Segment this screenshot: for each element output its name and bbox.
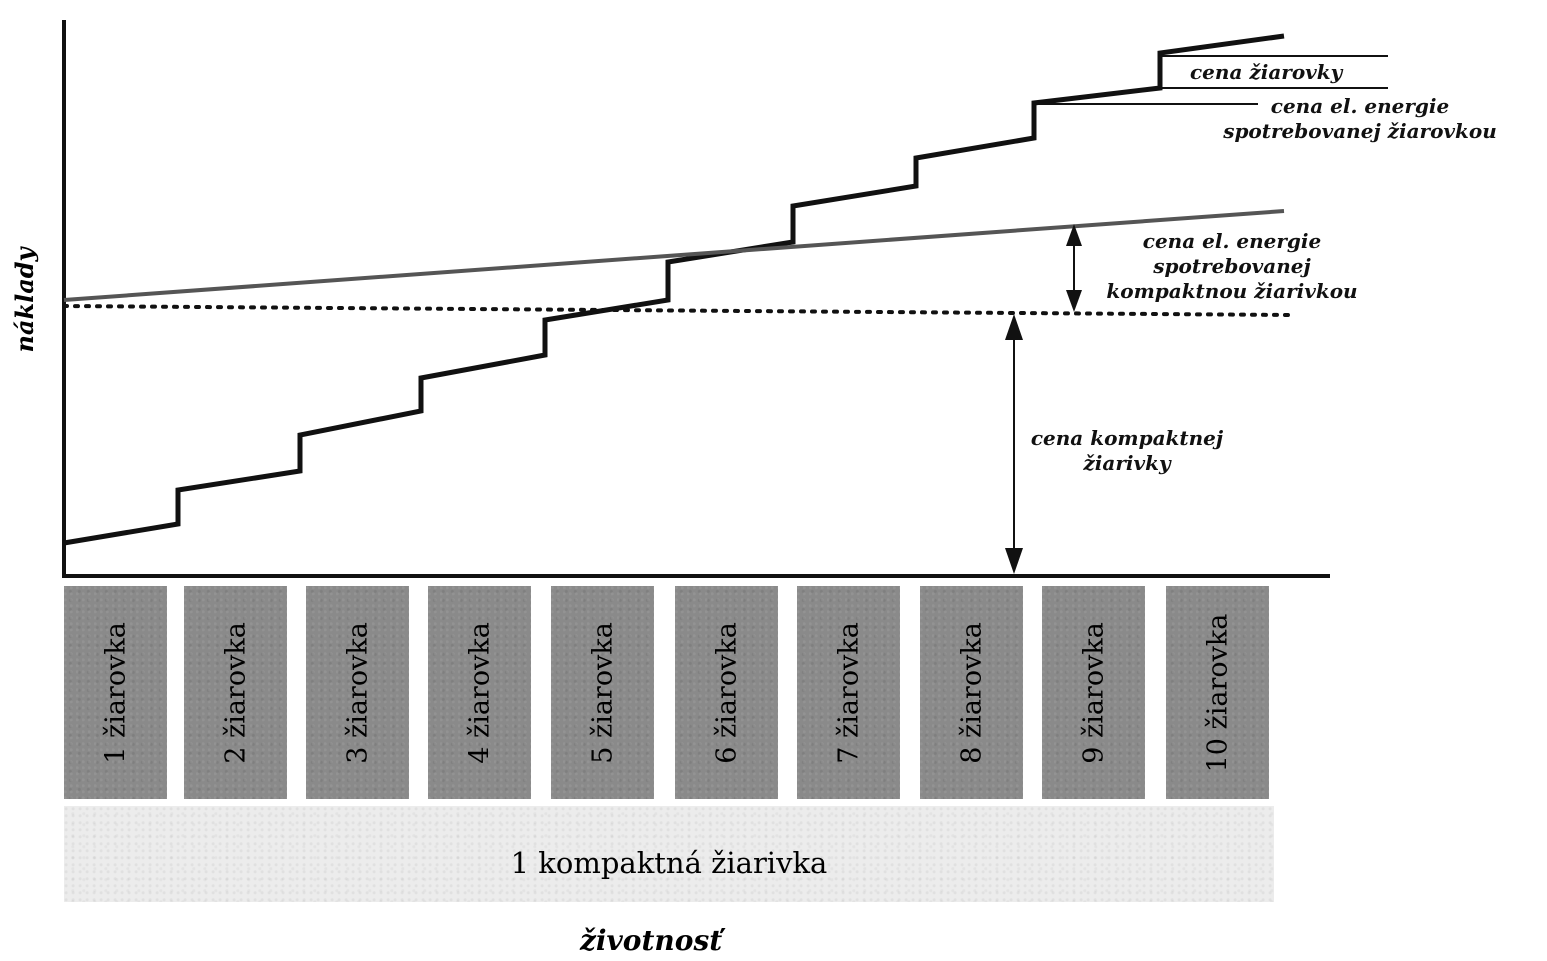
bulb-box-label: 3 žiarovka [342,621,373,764]
bulb-box-9: 9 žiarovka [1042,586,1145,799]
cfl-energy-label-line-3: kompaktnou žiarivkou [1106,279,1358,303]
bulb-energy-label-line-1: cena el. energie [1270,94,1450,118]
bulb-box-label: 4 žiarovka [464,621,495,764]
y-axis-label: náklady [10,247,39,353]
bulb-box-7: 7 žiarovka [797,586,900,799]
bulb-box-label: 6 žiarovka [711,621,742,764]
bulb-box-label: 9 žiarovka [1078,621,1109,764]
bulb-energy-label-line-2: spotrebovanej žiarovkou [1223,119,1497,143]
x-axis-label: životnosť [580,924,723,957]
cfl-price-label-line-2: žiarivky [1083,451,1171,475]
bulb-box-label: 2 žiarovka [220,621,251,764]
bulb-box-10: 10 žiarovka [1166,586,1269,799]
cfl-lifetime-band: 1 kompaktná žiarivka [64,806,1274,902]
bulb-box-4: 4 žiarovka [428,586,531,799]
bulb-box-8: 8 žiarovka [920,586,1023,799]
cfl-energy-label-line-1: cena el. energie [1142,229,1322,253]
cfl-price-dotted-line [62,304,1292,317]
bulb-box-label: 7 žiarovka [833,621,864,764]
cfl-price-label: cena kompaktnej žiarivky [1022,426,1232,476]
bulb-box-6: 6 žiarovka [675,586,778,799]
bulb-energy-label: cena el. energie spotrebovanej žiarovkou [1210,94,1510,144]
bulb-cost-staircase [63,33,1285,546]
cfl-lifetime-label: 1 kompaktná žiarivka [510,846,828,880]
bulb-box-label: 8 žiarovka [956,621,987,764]
cfl-price-arrow [1005,314,1023,574]
cfl-cost-line [63,209,1285,302]
bulb-box-label: 5 žiarovka [587,621,618,764]
cfl-energy-label: cena el. energie spotrebovanej kompaktno… [1092,229,1372,304]
bulb-box-2: 2 žiarovka [184,586,287,799]
bulb-price-label: cena žiarovky [1190,60,1343,84]
cfl-energy-label-line-2: spotrebovanej [1153,254,1311,278]
bulb-box-1: 1 žiarovka [64,586,167,799]
bulb-box-5: 5 žiarovka [551,586,654,799]
bulb-box-label: 10 žiarovka [1202,613,1233,772]
cfl-energy-arrow [1066,224,1082,312]
cfl-price-label-line-1: cena kompaktnej [1030,426,1224,450]
bulb-box-3: 3 žiarovka [306,586,409,799]
bulb-box-label: 1 žiarovka [100,621,131,764]
